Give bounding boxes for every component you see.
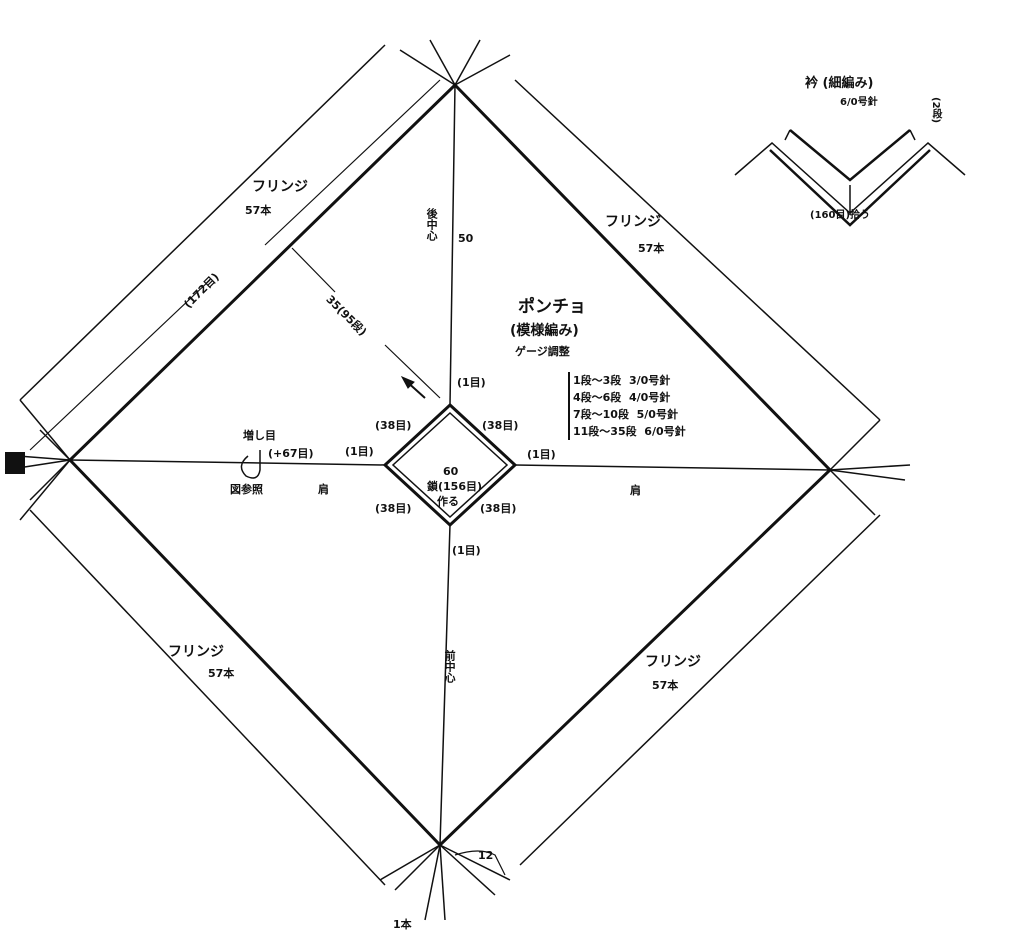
increase-count: (+67目) [268,447,314,460]
shoulder-label: 肩 [630,484,641,497]
fringe-count: 57本 [208,667,235,680]
center-front-line [439,524,451,846]
neck-opening [382,402,518,528]
front-center-label: 前中心 [443,650,457,683]
fringe-band [514,79,881,421]
shoulder-label: 肩 [318,483,329,496]
make-label: 作る [437,495,459,508]
chain-count: 鎖(156目) [427,480,483,493]
needle-row: 1段～3段 3/0号針 [573,374,671,387]
fringe-label: フリンジ [168,644,224,660]
fringe-count: 57本 [638,242,665,255]
side-stitches: (38目) [480,502,517,515]
fringe-band [29,509,386,886]
back-length: 50 [458,232,474,245]
pattern-title: ポンチョ [518,297,586,317]
fringe-length: 12 [478,849,494,862]
needle-row: 4段～6段 4/0号針 [573,391,671,404]
neck-size: 60 [443,465,459,478]
one-stitch-label: (1目) [345,445,374,458]
collar-title: 衿 (細編み) [805,76,874,91]
center-back-line [449,84,456,406]
side-stitches: (38目) [375,419,412,432]
one-stitch-label: (1目) [527,448,556,461]
fringe-band [519,514,881,866]
back-center-label: 後中心 [425,208,439,241]
fringe-count: 57本 [245,204,272,217]
shoulder-line [514,464,831,471]
fringe-label: フリンジ [645,654,701,670]
fringe-label: フリンジ [605,214,661,230]
collar-rows: (2段) [930,97,941,124]
one-strand-label: 1本 [393,918,412,931]
shoulder-line [69,459,386,466]
see-figure: 図参照 [230,483,263,496]
needle-row: 11段～35段 6/0号針 [573,425,686,438]
pattern-subtitle: (模様編み) [510,323,579,339]
one-stitch-label: (1目) [457,376,486,389]
collar-pickup: (160目)拾う [810,210,871,221]
increase-label: 増し目 [243,429,276,442]
fringe-label: フリンジ [252,179,308,195]
fringe-count: 57本 [652,679,679,692]
collar-needle: 6/0号針 [840,97,878,108]
side-stitches: (38目) [375,502,412,515]
side-stitches: (38目) [482,419,519,432]
collar-diagram [734,129,966,227]
gauge-note: ゲージ調整 [515,345,570,358]
one-stitch-label: (1目) [452,544,481,557]
needle-row: 7段～10段 5/0号針 [573,408,678,421]
fringe-band [19,44,386,401]
needle-table: 1段～3段 3/0号針 4段～6段 4/0号針 7段～10段 5/0号針 11段… [568,372,686,440]
